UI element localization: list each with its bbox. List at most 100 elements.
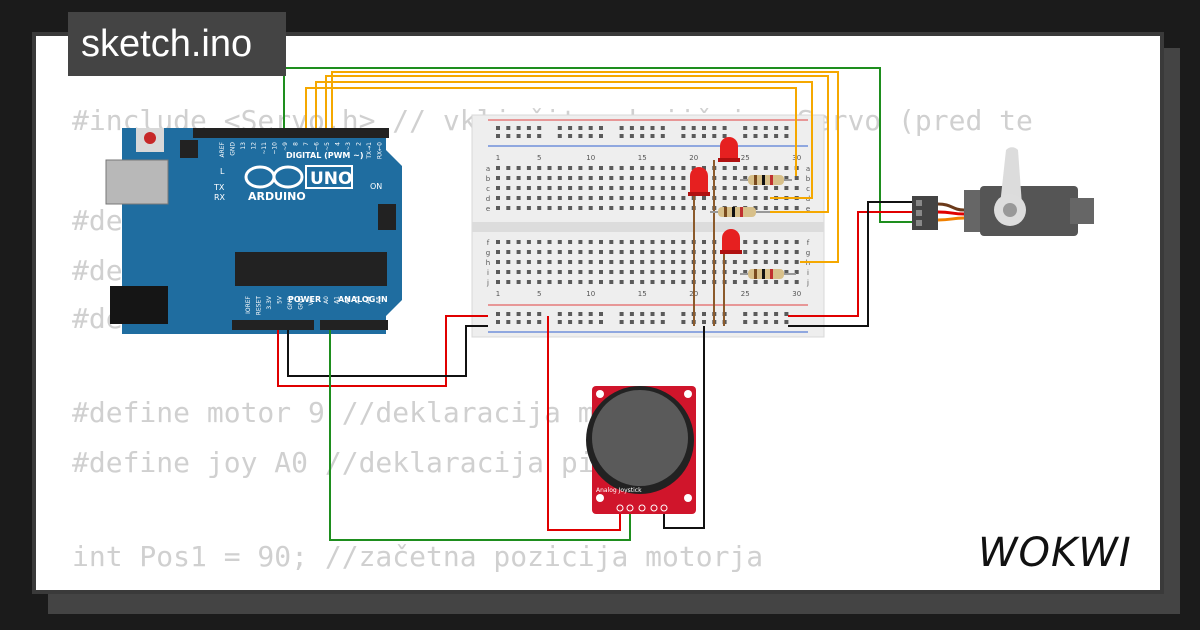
pin-label: Vin xyxy=(308,296,315,306)
column-number: 25 xyxy=(741,154,750,162)
row-letter: c xyxy=(486,185,490,193)
column-number: 15 xyxy=(638,154,647,162)
pin-label: GND xyxy=(287,296,294,310)
pin-label: ~10 xyxy=(272,142,279,155)
resistor-3[interactable] xyxy=(740,269,796,279)
row-letter: i xyxy=(487,269,489,277)
pin-label: 4 xyxy=(335,142,342,146)
reset-button[interactable] xyxy=(144,132,156,144)
column-number: 20 xyxy=(689,154,698,162)
power-jack xyxy=(110,286,168,324)
row-letter: f xyxy=(487,239,490,247)
column-number: 1 xyxy=(496,290,500,298)
pin-label: 2 xyxy=(356,142,363,146)
column-number: 10 xyxy=(586,154,595,162)
atmega-chip xyxy=(235,252,387,286)
pin-label: ~6 xyxy=(314,142,321,151)
wire-orange-1 xyxy=(305,87,797,176)
pin-label: A1 xyxy=(334,296,341,304)
resistor-1[interactable] xyxy=(740,175,792,185)
row-letter: g xyxy=(486,249,490,257)
row-letter: g xyxy=(806,249,810,257)
on-led-label: ON xyxy=(370,182,382,191)
wokwi-logo[interactable]: WOKWI xyxy=(978,528,1150,576)
pin-label: 7 xyxy=(303,142,310,146)
wires xyxy=(277,67,918,541)
wire-red-joystick xyxy=(547,316,621,531)
arduino-brand: ARDUINO xyxy=(248,190,306,203)
row-letter: a xyxy=(486,165,490,173)
pin-label: 3.3V xyxy=(266,295,273,310)
column-number: 5 xyxy=(537,290,541,298)
svg-text:WOKWI: WOKWI xyxy=(978,530,1132,576)
row-letter: d xyxy=(486,195,490,203)
wire-orange-2 xyxy=(315,81,813,199)
digital-header xyxy=(193,128,389,138)
code-line: int Pos1 = 90; //začetna pozicija motorj… xyxy=(72,540,764,573)
pin-label: A3 xyxy=(355,296,362,304)
column-number: 30 xyxy=(792,290,801,298)
file-tab[interactable]: sketch.ino xyxy=(68,12,286,76)
wire-green-joystick xyxy=(329,330,631,541)
row-letter: f xyxy=(807,239,810,247)
pin-label: A4 xyxy=(365,296,372,304)
pin-label: A0 xyxy=(323,296,330,304)
led-label-tx: TX xyxy=(213,183,225,192)
resistor-2[interactable] xyxy=(710,207,770,217)
servo-horn[interactable] xyxy=(1000,147,1022,205)
wire-black-joystick xyxy=(663,326,705,529)
row-letter: i xyxy=(807,269,809,277)
arduino-logo-icon xyxy=(244,165,304,189)
pin-label: 8 xyxy=(293,142,300,146)
arduino-uno-board[interactable]: ARDUINO UNO DIGITAL (PWM ~) POWER ANALOG… xyxy=(105,128,402,334)
analog-label: ANALOG IN xyxy=(338,295,388,304)
pin-label: GND xyxy=(298,296,305,310)
row-letter: c xyxy=(806,185,810,193)
row-letter: j xyxy=(486,279,489,287)
servo-motor[interactable] xyxy=(912,147,1094,236)
joystick-label: Analog Joystick xyxy=(596,487,642,494)
row-letter: b xyxy=(486,175,491,183)
pin-label: 13 xyxy=(240,142,247,150)
icsp-header xyxy=(180,140,198,158)
wire-black-servo xyxy=(788,201,918,327)
pin-label: ~3 xyxy=(345,142,352,151)
pin-label: ~9 xyxy=(282,142,289,151)
led-red-1[interactable] xyxy=(718,137,740,162)
analog-joystick[interactable]: Analog Joystick xyxy=(586,386,696,514)
row-letter: b xyxy=(806,175,811,183)
wire-red-5v xyxy=(277,315,488,387)
pin-label: RESET xyxy=(256,296,263,316)
row-letter: a xyxy=(806,165,810,173)
wire-orange-4 xyxy=(331,71,839,263)
wire-black-gnd xyxy=(287,325,488,377)
led-red-2[interactable] xyxy=(688,167,710,196)
power-label: POWER xyxy=(288,295,321,304)
row-letter: j xyxy=(806,279,809,287)
icsp2-header xyxy=(378,204,396,230)
column-number: 10 xyxy=(586,290,595,298)
joystick-pins xyxy=(616,504,668,512)
power-header xyxy=(232,320,314,330)
row-letter: h xyxy=(486,259,490,267)
led-label-l: L xyxy=(220,167,225,176)
pin-label: 12 xyxy=(251,142,258,150)
led-label-rx: RX xyxy=(214,193,226,202)
analog-header xyxy=(320,320,388,330)
pin-label: A2 xyxy=(344,296,351,304)
joystick-knob[interactable] xyxy=(592,390,688,486)
led-red-3[interactable] xyxy=(720,229,742,254)
pin-label: ~5 xyxy=(324,142,331,151)
column-number: 1 xyxy=(496,154,500,162)
arduino-model: UNO xyxy=(310,169,352,189)
wire-green-servo xyxy=(283,67,918,223)
pin-label: TX→1 xyxy=(366,142,373,160)
column-number: 25 xyxy=(741,290,750,298)
wire-orange-3 xyxy=(325,75,829,213)
